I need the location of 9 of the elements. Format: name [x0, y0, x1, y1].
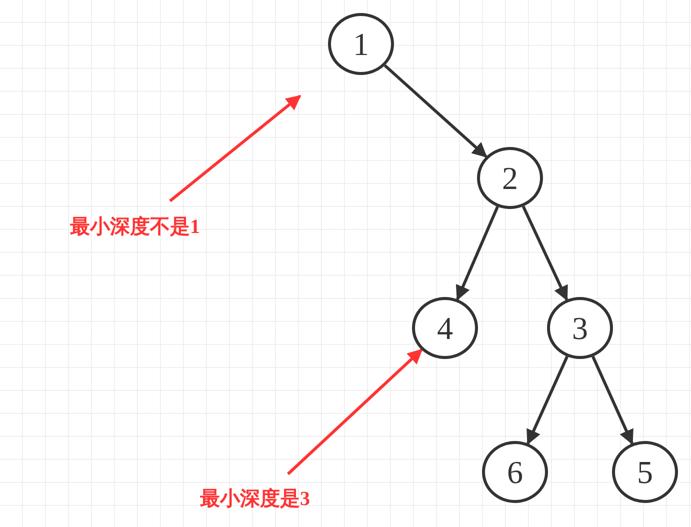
arrow — [456, 206, 499, 301]
arrow — [526, 356, 568, 445]
arrow — [384, 64, 488, 158]
arrow — [169, 94, 302, 202]
annotation-text: 最小深度不是1 — [55, 212, 215, 242]
annotation-text: 最小深度是3 — [185, 484, 325, 514]
arrow — [522, 206, 568, 301]
arrow — [592, 356, 634, 445]
arrow — [286, 348, 423, 476]
